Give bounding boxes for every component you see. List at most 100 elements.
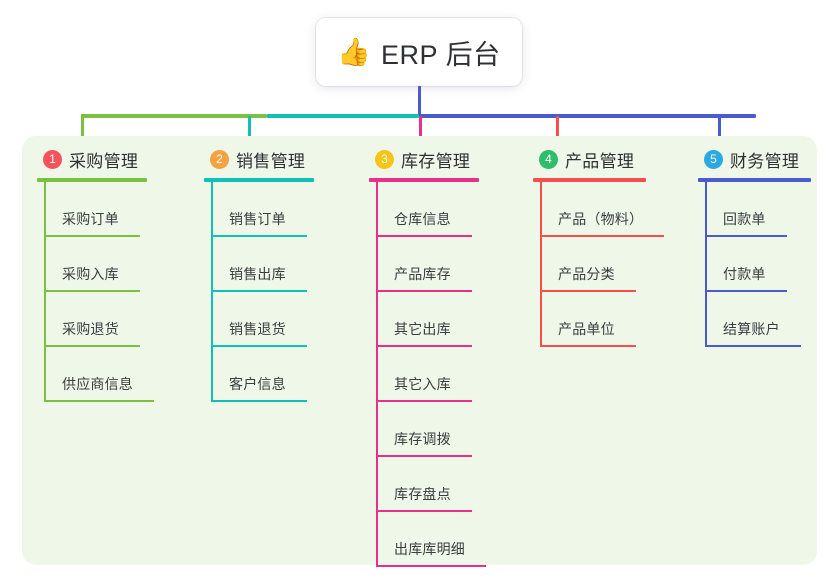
- branch-item-underline: [211, 235, 307, 237]
- branch-item[interactable]: 采购订单: [44, 182, 147, 237]
- branch-item[interactable]: 产品库存: [376, 237, 479, 292]
- branch-item-spine: [705, 182, 707, 237]
- branch-item-label: 采购订单: [62, 211, 119, 227]
- branch-item-underline: [44, 290, 140, 292]
- branch-badge-icon-5: 5: [704, 149, 723, 169]
- branch-item-spine: [376, 512, 378, 567]
- branch-badge-icon-3: 3: [375, 149, 394, 169]
- branch-item-underline: [376, 400, 472, 402]
- thumbs-up-icon: 👍: [337, 36, 372, 68]
- root-trunk-connector: [418, 86, 421, 116]
- branch-item-label: 其它入库: [394, 376, 451, 392]
- branch-item[interactable]: 产品分类: [540, 237, 646, 292]
- branch-item-label: 产品（物料）: [558, 211, 644, 227]
- branch-item-spine: [376, 237, 378, 292]
- branch-item-spine: [44, 182, 46, 237]
- branch-item-underline: [376, 235, 472, 237]
- bus-segment-teal: [267, 114, 419, 118]
- branch-item-underline: [211, 400, 307, 402]
- branch-item-underline: [705, 345, 801, 347]
- branch-item[interactable]: 采购入库: [44, 237, 147, 292]
- branch-item-underline: [376, 510, 472, 512]
- branch-column-5: 5 财务管理回款单付款单结算账户: [698, 146, 811, 347]
- branch-item-label: 产品库存: [394, 266, 451, 282]
- branch-item-spine: [376, 347, 378, 402]
- branch-item-underline: [44, 235, 140, 237]
- branch-item[interactable]: 付款单: [705, 237, 811, 292]
- branch-item[interactable]: 客户信息: [211, 347, 314, 402]
- branch-title-4: 产品管理: [565, 151, 635, 171]
- branch-item-spine: [540, 292, 542, 347]
- branch-item-spine: [540, 182, 542, 237]
- branch-item-spine: [376, 457, 378, 512]
- branch-item[interactable]: 库存调拨: [376, 402, 479, 457]
- branch-drop-connector-4: [556, 116, 559, 146]
- branch-item-spine: [211, 237, 213, 292]
- branch-item[interactable]: 回款单: [705, 182, 811, 237]
- branch-item-spine: [705, 292, 707, 347]
- branch-title-2: 销售管理: [236, 151, 306, 171]
- branch-item[interactable]: 采购退货: [44, 292, 147, 347]
- branch-item-spine: [44, 292, 46, 347]
- branch-item-list-1: 采购订单采购入库采购退货供应商信息: [44, 182, 154, 402]
- branch-item-underline: [705, 290, 787, 292]
- branch-item-spine: [211, 182, 213, 237]
- branch-item-underline: [376, 565, 486, 567]
- branch-item-label: 库存调拨: [394, 431, 451, 447]
- branch-item-underline: [211, 345, 307, 347]
- branch-item-label: 仓库信息: [394, 211, 451, 227]
- branch-item-label: 产品分类: [558, 266, 615, 282]
- branch-drop-connector-2: [248, 116, 251, 146]
- branch-item[interactable]: 仓库信息: [376, 182, 479, 237]
- branch-item[interactable]: 结算账户: [705, 292, 811, 347]
- branches-panel: [22, 136, 817, 565]
- branch-item-label: 销售出库: [229, 266, 286, 282]
- branch-item-underline: [540, 235, 664, 237]
- branch-drop-connector-3: [419, 116, 422, 146]
- branch-column-3: 3 库存管理仓库信息产品库存其它出库其它入库库存调拨库存盘点出库库明细: [369, 146, 486, 567]
- branch-title-3: 库存管理: [401, 151, 471, 171]
- branch-header-5[interactable]: 5 财务管理: [698, 146, 811, 172]
- branch-header-3[interactable]: 3 库存管理: [369, 146, 479, 172]
- branch-item[interactable]: 库存盘点: [376, 457, 479, 512]
- branch-item[interactable]: 销售订单: [211, 182, 314, 237]
- branch-item-label: 产品单位: [558, 321, 615, 337]
- root-node-card[interactable]: 👍 ERP 后台: [316, 18, 522, 86]
- branch-item[interactable]: 产品（物料）: [540, 182, 664, 237]
- branch-item-label: 销售退货: [229, 321, 286, 337]
- branch-item-spine: [540, 237, 542, 292]
- branch-item[interactable]: 供应商信息: [44, 347, 154, 402]
- branch-item-spine: [705, 237, 707, 292]
- branch-item-underline: [540, 345, 636, 347]
- branch-underline-2: [204, 178, 314, 182]
- branch-underline-1: [37, 178, 147, 182]
- branch-item[interactable]: 其它入库: [376, 347, 479, 402]
- branch-item-spine: [44, 237, 46, 292]
- bus-segment-blue: [419, 114, 756, 118]
- branch-item[interactable]: 其它出库: [376, 292, 479, 347]
- branch-item-underline: [376, 290, 472, 292]
- branch-item-spine: [376, 402, 378, 457]
- branch-badge-icon-1: 1: [43, 149, 62, 169]
- branch-item[interactable]: 销售退货: [211, 292, 314, 347]
- branch-item-list-2: 销售订单销售出库销售退货客户信息: [211, 182, 314, 402]
- branch-item[interactable]: 产品单位: [540, 292, 646, 347]
- branch-item-label: 付款单: [723, 266, 766, 282]
- branch-title-5: 财务管理: [730, 151, 800, 171]
- bus-segment-green: [81, 114, 267, 118]
- branch-item-underline: [705, 235, 787, 237]
- branch-item[interactable]: 销售出库: [211, 237, 314, 292]
- branch-item-label: 供应商信息: [62, 376, 133, 392]
- branch-item-label: 采购退货: [62, 321, 119, 337]
- root-node-content: 👍 ERP 后台: [337, 33, 500, 72]
- branch-item[interactable]: 出库库明细: [376, 512, 486, 567]
- branch-item-list-3: 仓库信息产品库存其它出库其它入库库存调拨库存盘点出库库明细: [376, 182, 486, 567]
- branch-underline-4: [533, 178, 646, 182]
